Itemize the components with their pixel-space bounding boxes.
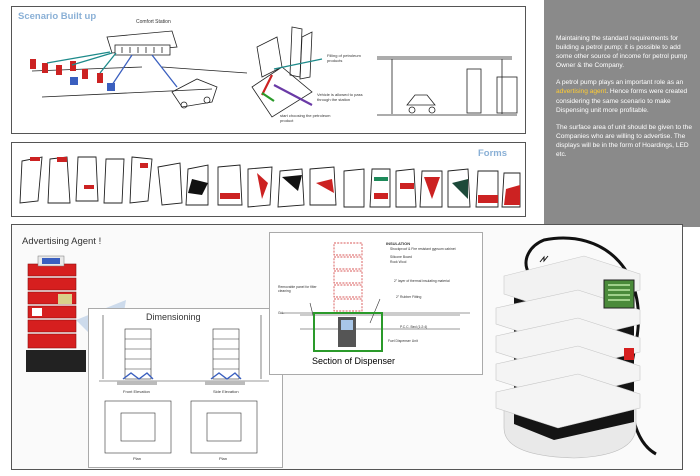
insulation-label: INSULATION <box>386 241 411 246</box>
description-paragraph-3: The surface area of unit should be given… <box>556 123 692 159</box>
plan-right-label: Plan <box>219 456 228 461</box>
nozzle-holder <box>624 348 634 360</box>
sketch-note-3: start choosing the petroleum product <box>280 113 331 123</box>
thermal-layer-label: 2" layer of thermal insulating material <box>394 279 450 283</box>
scenario-sketches <box>30 26 518 118</box>
scenario-panel: Scenario Built up <box>11 6 526 134</box>
sketch-note-1: Filling of petroleum products <box>327 53 361 63</box>
insulation-item-2: Silicone Board <box>390 255 412 259</box>
forms-panel: Forms <box>11 142 526 217</box>
form-sketches <box>19 156 521 208</box>
forms-title: Forms <box>478 148 508 159</box>
section-sheet: INSULATION Shockproof & Fire resistant g… <box>269 232 483 375</box>
description-paragraph-1: Maintaining the standard requirements fo… <box>556 35 688 70</box>
dispenser-3d-render <box>495 236 657 459</box>
dimensioning-title: Dimensioning <box>146 312 201 322</box>
rubber-fitting-label: 2" Rubber Fitting <box>396 295 422 299</box>
description-paragraph-2: A petrol pump plays an important role as… <box>556 79 688 114</box>
dimensioning-sheet: Front Elevation Side Elevation Plan Plan <box>88 308 283 468</box>
front-elevation-label: Front Elevation <box>123 389 150 394</box>
flow-lines <box>46 51 323 106</box>
description-sidebar: Maintaining the standard requirements fo… <box>544 0 700 227</box>
advertising-title: Advertising Agent ! <box>22 236 102 247</box>
advertising-agent-highlight: advertising agent <box>556 88 607 96</box>
section-highlight-box <box>313 312 383 352</box>
pump-glyphs <box>30 59 115 91</box>
side-elevation-label: Side Elevation <box>213 389 239 394</box>
section-caption: Section of Dispenser <box>312 356 396 366</box>
elevation-accents <box>117 372 245 385</box>
sketch-note-2: Vehicle is allowed to pass through the s… <box>317 92 363 102</box>
insulation-item-1: Shockproof & Fire resistant gypsum cabin… <box>390 247 456 251</box>
elevation-drawings <box>99 315 269 454</box>
removable-panel-label: Removable panel for filter cleaning <box>278 285 317 293</box>
section-drawing <box>280 242 470 352</box>
scenario-title: Scenario Built up <box>18 11 97 22</box>
form-accents <box>30 157 520 205</box>
fuel-dispenser-label: Fuel Dispenser Unit <box>388 339 418 343</box>
comfort-station-note: Comfort Station <box>136 19 171 25</box>
pcc-bed-label: P.C.C. Bed (1:2:4) <box>400 325 428 329</box>
plan-left-label: Plan <box>133 456 142 461</box>
gl-label: G.L. <box>278 311 285 315</box>
insulation-item-3: Rock Wool <box>390 260 407 264</box>
